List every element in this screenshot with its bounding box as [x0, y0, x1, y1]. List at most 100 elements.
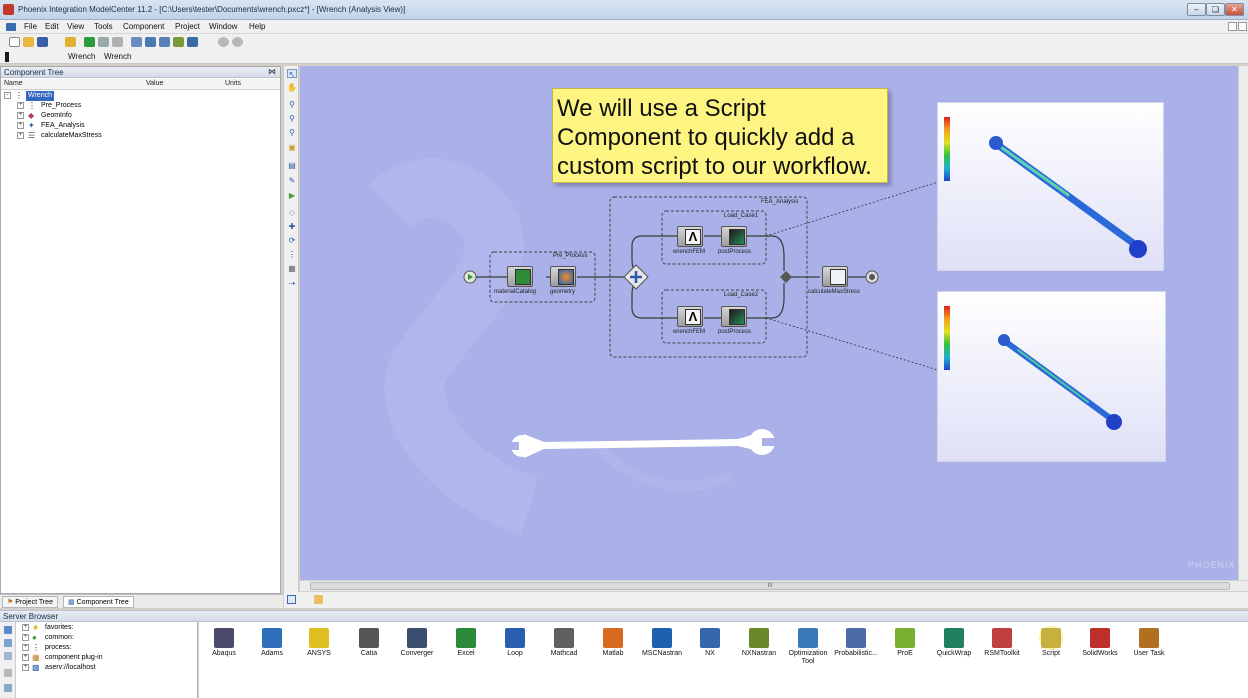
expand-icon[interactable]: +	[17, 102, 24, 109]
palette-item-mathcad[interactable]: Mathcad	[539, 626, 589, 676]
server-tree-row[interactable]: +⋮process:	[16, 643, 196, 653]
loop-tool-icon[interactable]: ⟳	[288, 236, 296, 245]
server-tree-row[interactable]: +●common:	[16, 633, 196, 643]
column-value[interactable]: Value	[146, 80, 164, 87]
restore-button[interactable]: ❏	[1206, 3, 1225, 16]
expand-icon[interactable]: +	[22, 634, 29, 641]
palette-item-solidworks[interactable]: SolidWorks	[1075, 626, 1125, 676]
menu-project[interactable]: Project	[175, 22, 200, 31]
server-tree-row[interactable]: +▦component plug-in	[16, 653, 196, 663]
new-icon[interactable]	[9, 37, 20, 47]
horizontal-scrollbar[interactable]: III	[300, 580, 1248, 591]
grid-view-icon[interactable]	[4, 684, 12, 692]
minimize-button[interactable]: –	[1187, 3, 1206, 16]
expand-icon[interactable]: +	[17, 122, 24, 129]
wrenchfem-node-1[interactable]: Λ	[677, 226, 703, 247]
palette-item-excel[interactable]: Excel	[441, 626, 491, 676]
tab-wrench-2[interactable]: Wrench	[104, 52, 132, 61]
tab-component-tree[interactable]: ▦ Component Tree	[63, 596, 134, 608]
palette-item-abaqus[interactable]: Abaqus	[199, 626, 249, 676]
palette-item-ansys[interactable]: ANSYS	[294, 626, 344, 676]
postprocess-node-1[interactable]	[721, 226, 747, 247]
stop-icon[interactable]	[98, 37, 109, 47]
plot-icon[interactable]	[145, 37, 156, 47]
palette-item-nx[interactable]: NX	[685, 626, 735, 676]
table-icon[interactable]	[159, 37, 170, 47]
menu-tools[interactable]: Tools	[94, 22, 113, 31]
expand-icon[interactable]: +	[22, 664, 29, 671]
zoom-in-icon[interactable]: ⚲	[289, 114, 295, 123]
expand-icon[interactable]: +	[17, 112, 24, 119]
menu-file[interactable]: File	[24, 22, 37, 31]
palette-item-nxnastran[interactable]: NXNastran	[734, 626, 784, 676]
scroll-thumb[interactable]: III	[310, 582, 1230, 590]
postprocess-node-2[interactable]	[721, 306, 747, 327]
expand-icon[interactable]: +	[17, 132, 24, 139]
run-icon[interactable]	[84, 37, 95, 47]
open-icon[interactable]	[23, 37, 34, 47]
materialcatalog-node[interactable]	[507, 266, 533, 287]
refresh-icon[interactable]	[4, 626, 12, 634]
tab-wrench-1[interactable]: Wrench	[68, 52, 96, 61]
layout-icon[interactable]	[314, 595, 323, 604]
note-icon[interactable]: ▤	[288, 161, 296, 170]
palette-item-quickwrap[interactable]: QuickWrap	[929, 626, 979, 676]
fit-icon[interactable]: ▣	[288, 143, 296, 152]
palette-item-adams[interactable]: Adams	[247, 626, 297, 676]
server-tree-row[interactable]: +★favorites:	[16, 623, 196, 633]
zoom-icon[interactable]: ⚲	[289, 100, 295, 109]
column-units[interactable]: Units	[225, 80, 241, 87]
tree-row-fea-analysis[interactable]: + ✦ FEA_Analysis	[1, 121, 280, 131]
tree-row-geominfo[interactable]: + ◆ GeomInfo	[1, 111, 280, 121]
menu-edit[interactable]: Edit	[45, 22, 59, 31]
analysis-canvas[interactable]: Pre_Process FEA_Analysis Load_Case1 Load…	[300, 66, 1238, 580]
back-icon[interactable]	[218, 37, 229, 47]
diamond-tool-icon[interactable]: ◇	[288, 208, 296, 217]
geometry-node[interactable]	[550, 266, 576, 287]
tree-row-wrench[interactable]: - ⋮ Wrench	[1, 91, 280, 101]
load-case1-group[interactable]	[661, 210, 767, 265]
merge-node[interactable]	[780, 271, 792, 283]
palette-item-loop[interactable]: Loop	[490, 626, 540, 676]
palette-item-user-task[interactable]: User Task	[1124, 626, 1174, 676]
link-tool-icon[interactable]: ✎	[288, 176, 296, 185]
expand-icon[interactable]: +	[22, 644, 29, 651]
palette-item-rsmtoolkit[interactable]: RSMToolkit	[977, 626, 1027, 676]
properties-icon[interactable]	[4, 652, 12, 660]
palette-item-catia[interactable]: Catia	[344, 626, 394, 676]
menu-help[interactable]: Help	[249, 22, 266, 31]
pin-icon[interactable]: ⋈	[268, 67, 276, 76]
view-mode-icon[interactable]	[287, 595, 296, 604]
palette-item-converger[interactable]: Converger	[392, 626, 442, 676]
palette-item-mscnastran[interactable]: MSCNastran	[637, 626, 687, 676]
mdi-close-button[interactable]	[1238, 22, 1247, 31]
palette-item-proe[interactable]: ProE	[880, 626, 930, 676]
assembly-tool-icon[interactable]: ⋮	[288, 250, 296, 259]
calculatemaxstress-node[interactable]	[822, 266, 848, 287]
collapse-icon[interactable]: -	[4, 92, 11, 99]
zoom-out-icon[interactable]: ⚲	[289, 128, 295, 137]
hand-tool-icon[interactable]: ✋	[287, 83, 297, 92]
expand-icon[interactable]: +	[22, 624, 29, 631]
palette-item-optimization-tool[interactable]: Optimization Tool	[783, 626, 833, 676]
link-icon[interactable]	[65, 37, 76, 47]
run-tool-icon[interactable]: ▶	[288, 191, 296, 200]
menu-view[interactable]: View	[67, 22, 85, 31]
select-tool-icon[interactable]: ↖	[287, 69, 297, 79]
vertical-scrollbar[interactable]	[1238, 66, 1248, 580]
save-icon[interactable]	[37, 37, 48, 47]
expand-icon[interactable]: +	[22, 654, 29, 661]
delete-icon[interactable]	[4, 669, 12, 677]
close-button[interactable]: ✕	[1225, 3, 1244, 16]
menu-app-icon[interactable]	[6, 23, 16, 31]
add-server-icon[interactable]	[4, 639, 12, 647]
mdi-minimize-button[interactable]	[1228, 22, 1237, 31]
column-name[interactable]: Name	[4, 80, 23, 87]
tree-row-pre-process[interactable]: + ⋮ Pre_Process	[1, 101, 280, 111]
load-case2-group[interactable]	[661, 289, 767, 344]
wrenchfem-node-2[interactable]: Λ	[677, 306, 703, 327]
tab-project-tree[interactable]: ⚑ Project Tree	[2, 596, 58, 608]
tree-row-calculatemaxstress[interactable]: + ☰ calculateMaxStress	[1, 131, 280, 141]
palette-item-matlab[interactable]: Matlab	[588, 626, 638, 676]
parallel-tool-icon[interactable]: ✚	[288, 222, 296, 231]
